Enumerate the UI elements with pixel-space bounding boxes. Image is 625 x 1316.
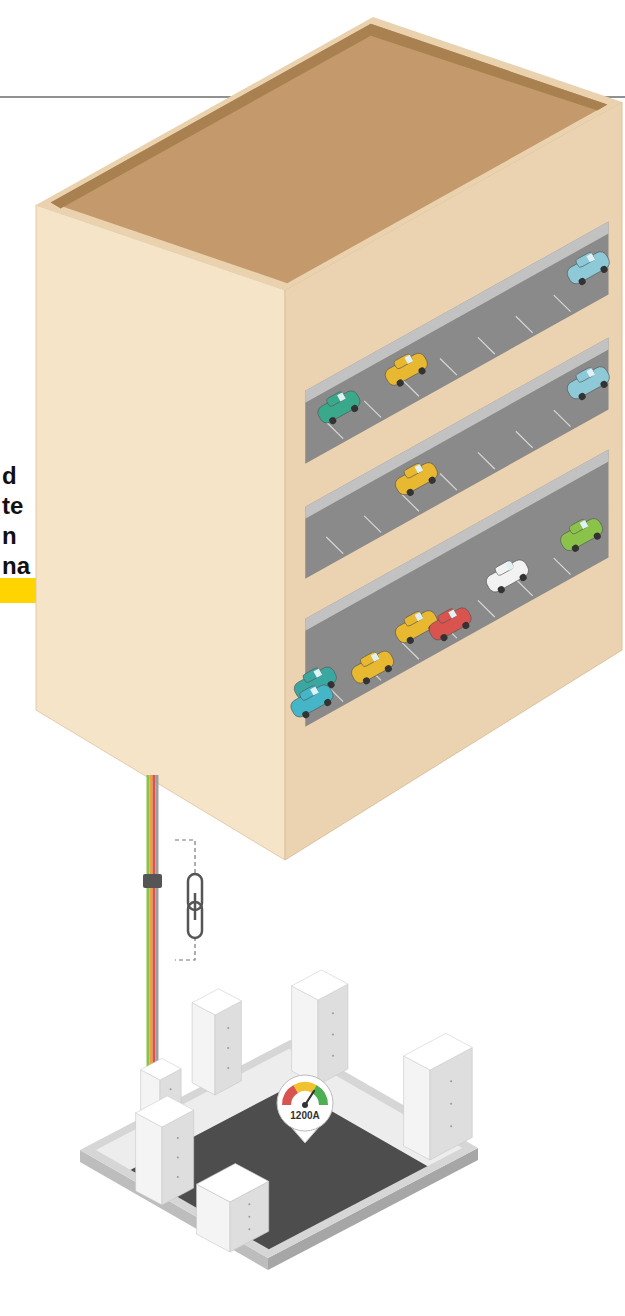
cabinet: [136, 1096, 194, 1205]
link-bracket: [175, 840, 202, 960]
cable-clamp: [143, 874, 162, 888]
current-gauge: 1200A: [273, 1073, 337, 1145]
parking-building: [36, 17, 622, 860]
cropped-heading-text: na: [2, 552, 30, 580]
cropped-heading-text: te: [2, 492, 23, 520]
cropped-heading-text: n: [2, 522, 17, 550]
highlight-bar: [0, 578, 40, 603]
cabinet: [404, 1033, 473, 1160]
cabinet: [292, 970, 348, 1085]
cropped-heading-text: d: [2, 462, 17, 490]
gauge-reading: 1200A: [273, 1110, 337, 1121]
cabinet: [192, 989, 241, 1095]
electrical-room: [80, 970, 478, 1309]
cabinet: [197, 1163, 269, 1252]
gauge-pin: [273, 1073, 337, 1145]
